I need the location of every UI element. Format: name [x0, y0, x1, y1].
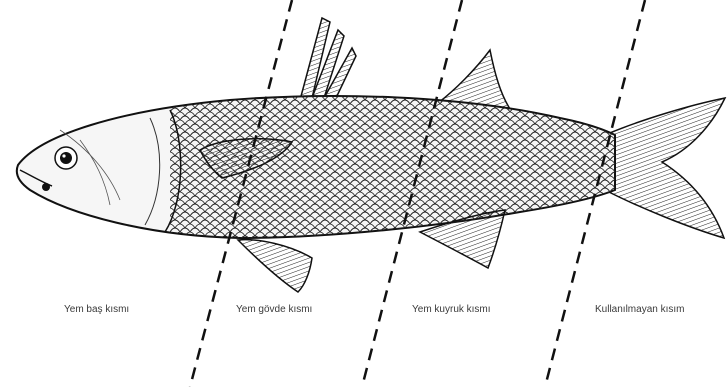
section-label-body: Yem gövde kısmı	[236, 304, 312, 315]
eye-icon	[55, 147, 77, 169]
section-label-unused: Kullanılmayan kısım	[595, 304, 684, 315]
dorsal-fin-spiny	[300, 18, 356, 100]
tail-fin	[605, 98, 725, 238]
section-label-head: Yem baş kısmı	[64, 304, 129, 315]
section-label-tail: Yem kuyruk kısmı	[412, 304, 491, 315]
pelvic-fin	[238, 240, 312, 292]
